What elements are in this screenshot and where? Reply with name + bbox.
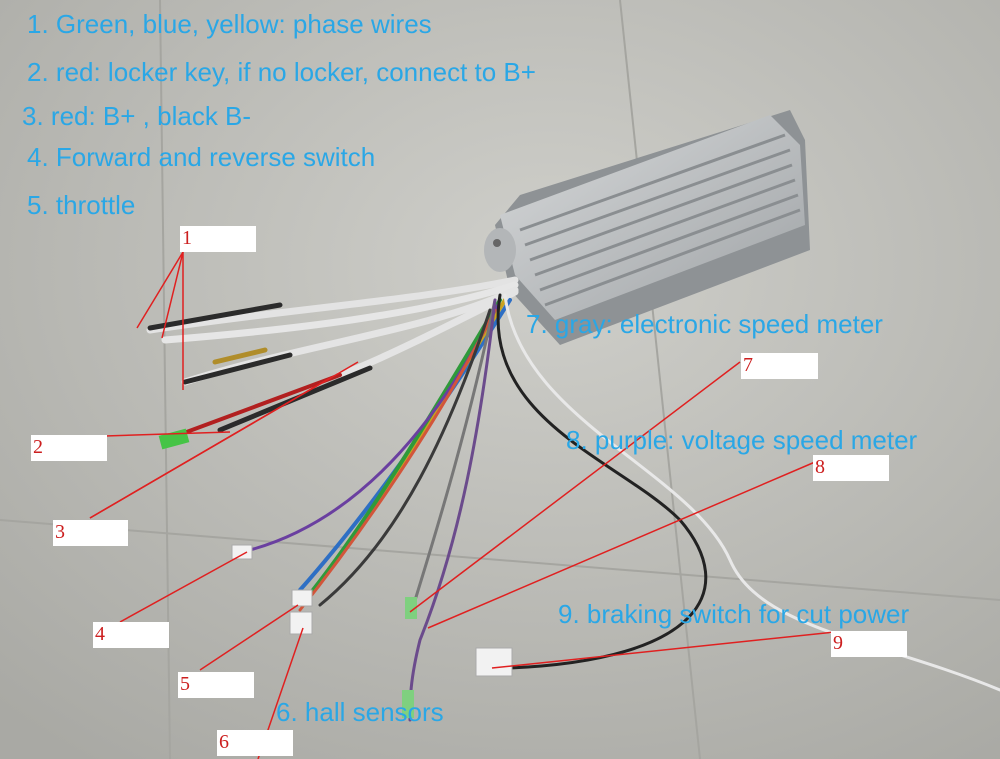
- motor-controller-box: [484, 110, 810, 345]
- legend-voltage-speed-meter: 8. purple: voltage speed meter: [566, 425, 918, 455]
- tag-number: 7: [743, 354, 753, 376]
- legend-locker-key: 2. red: locker key, if no locker, connec…: [27, 57, 536, 87]
- legend-phase-wires: 1. Green, blue, yellow: phase wires: [27, 9, 432, 39]
- number-tag-2: 2: [31, 435, 107, 461]
- wire-bundle: [146, 276, 1000, 722]
- legend-braking-switch: 9. braking switch for cut power: [558, 599, 910, 629]
- number-tag-1: 1: [180, 226, 256, 252]
- number-tag-5: 5: [178, 672, 254, 698]
- number-tag-6: 6: [217, 730, 293, 756]
- tag-number: 3: [55, 521, 65, 543]
- tag-number: 4: [95, 623, 105, 645]
- number-tag-3: 3: [53, 520, 128, 546]
- legend-throttle: 5. throttle: [27, 190, 136, 220]
- legend-forward-reverse-switch: 4. Forward and reverse switch: [27, 142, 376, 172]
- number-tag-8: 8: [813, 455, 889, 481]
- tag-number: 9: [833, 632, 843, 654]
- legend-battery-wires: 3. red: B+ , black B-: [22, 101, 252, 131]
- legend-hall-sensors: 6. hall sensors: [276, 697, 444, 727]
- tag-number: 1: [182, 227, 192, 249]
- tag-number: 8: [815, 456, 825, 478]
- tag-number: 2: [33, 436, 43, 458]
- leader-lines: [89, 251, 836, 759]
- legend-electronic-speed-meter: 7. gray: electronic speed meter: [526, 309, 883, 339]
- number-tag-4: 4: [93, 622, 169, 648]
- tag-number: 6: [219, 731, 229, 753]
- tag-number: 5: [180, 673, 190, 695]
- number-tag-9: 9: [831, 631, 907, 657]
- number-tag-7: 7: [741, 353, 818, 379]
